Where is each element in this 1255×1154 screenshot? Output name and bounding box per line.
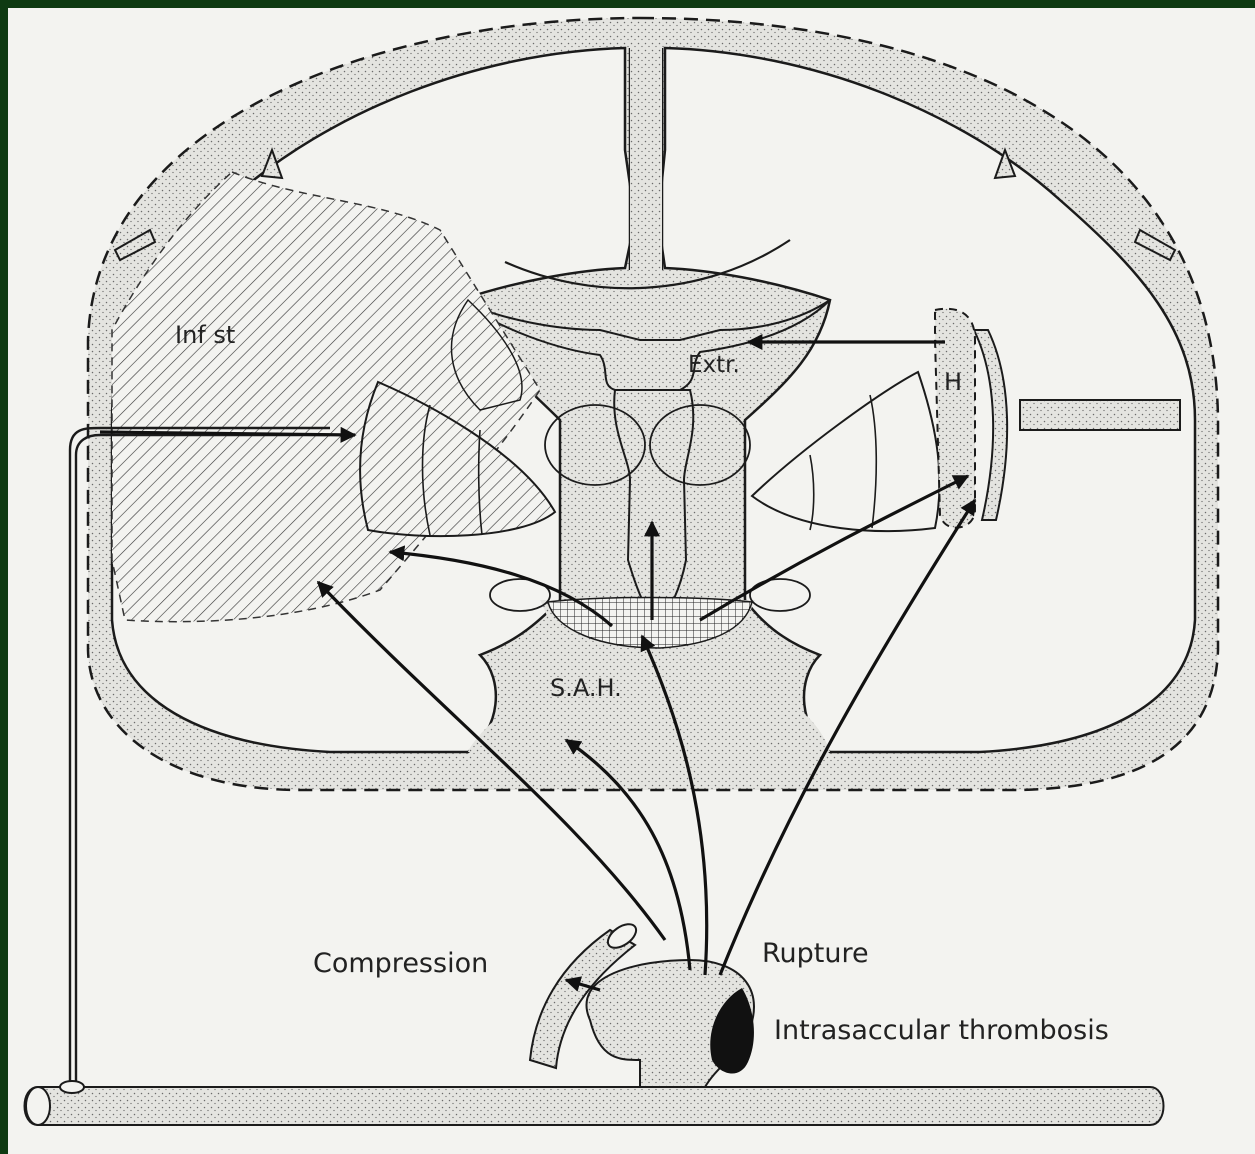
branch-ostium [60,1081,84,1093]
label-sah: S.A.H. [550,674,622,702]
parent-artery [25,1087,1164,1125]
fissure-csf [630,48,662,270]
label-infarct: Inf st [175,321,235,349]
label-thrombosis: Intrasaccular thrombosis [774,1015,1109,1046]
label-extravasation: Extr. [688,352,740,378]
label-hematoma: H [944,368,962,396]
label-rupture: Rupture [762,938,869,969]
label-compression: Compression [313,948,488,979]
diagram-frame: Inf st Extr. H S.A.H. Compression Ruptur… [8,8,1255,1154]
artery-lumen [26,1087,50,1125]
aneurysm-complications-diagram: Inf st Extr. H S.A.H. Compression Ruptur… [8,8,1255,1154]
